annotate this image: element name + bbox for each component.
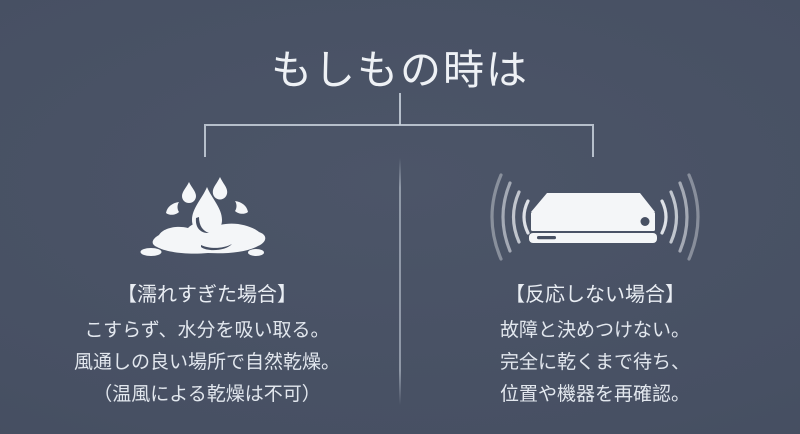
connector-branch-line (204, 124, 594, 126)
connector-stem-line (399, 93, 401, 125)
signal-waves-left (490, 173, 530, 261)
right-line-1: 故障と決めつけない。 (499, 320, 690, 341)
center-divider-line (399, 158, 401, 405)
right-line-2: 完全に乾くまで待ち、 (499, 352, 690, 373)
connector-right-drop-line (592, 126, 594, 157)
device-no-signal-icon (490, 173, 700, 261)
left-line-3: （温風による乾燥は不可） (93, 384, 321, 405)
connector-left-drop-line (204, 126, 206, 157)
page-title: もしもの時は (271, 47, 529, 93)
left-heading: 【濡れすぎた場合】 (117, 284, 297, 306)
left-line-1: こすらず、水分を吸い取る。 (84, 320, 330, 341)
right-heading: 【反応しない場合】 (505, 284, 685, 306)
left-line-2: 風通しの良い場所で自然乾燥。 (73, 352, 340, 373)
branch-left: 【濡れすぎた場合】 こすらず、水分を吸い取る。 風通しの良い場所で自然乾燥。 （… (40, 283, 374, 411)
signal-waves-right (660, 173, 700, 261)
water-splash-icon (140, 177, 266, 256)
right-line-3: 位置や機器を再確認。 (499, 384, 690, 405)
branch-right: 【反応しない場合】 故障と決めつけない。 完全に乾くまで待ち、 位置や機器を再確… (428, 283, 762, 411)
